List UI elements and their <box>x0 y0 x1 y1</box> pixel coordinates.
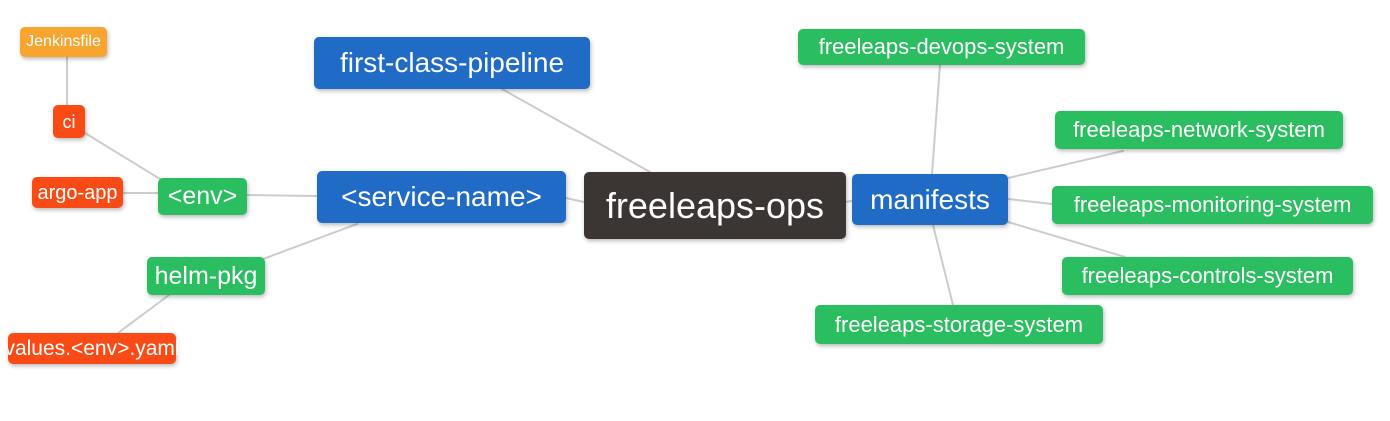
node-jenkinsfile[interactable]: Jenkinsfile <box>20 27 107 57</box>
node-label: freeleaps-controls-system <box>1081 263 1334 288</box>
node-first-class-pipeline[interactable]: first-class-pipeline <box>314 37 590 89</box>
node-freeleaps-storage-system[interactable]: freeleaps-storage-system <box>815 305 1103 344</box>
node-freeleaps-devops-system[interactable]: freeleaps-devops-system <box>798 29 1085 65</box>
node-label: <env> <box>167 182 238 210</box>
node-label: first-class-pipeline <box>339 47 565 78</box>
edge-freeleaps-ops-to-manifests <box>844 200 853 203</box>
edge-manifests-to-freeleaps-devops-system <box>931 64 941 175</box>
node-service-name[interactable]: <service-name> <box>317 171 566 223</box>
node-freeleaps-monitoring-system[interactable]: freeleaps-monitoring-system <box>1052 186 1373 224</box>
node-label: <service-name> <box>341 181 542 212</box>
edge-helm-pkg-to-values-env-yaml <box>117 294 170 334</box>
node-freeleaps-controls-system[interactable]: freeleaps-controls-system <box>1062 257 1353 295</box>
node-freeleaps-ops[interactable]: freeleaps-ops <box>584 172 846 239</box>
node-label: manifests <box>870 183 990 215</box>
edge-first-class-pipeline-to-freeleaps-ops <box>501 88 651 173</box>
node-label: argo-app <box>37 181 118 204</box>
node-label: freeleaps-monitoring-system <box>1073 192 1352 217</box>
node-label: freeleaps-ops <box>605 184 825 226</box>
node-argo-app[interactable]: argo-app <box>32 177 123 208</box>
edge-env-to-service-name <box>246 194 318 197</box>
node-label: freeleaps-storage-system <box>834 311 1084 337</box>
node-helm-pkg[interactable]: helm-pkg <box>147 257 265 295</box>
node-label: ci <box>62 111 76 132</box>
node-ci[interactable]: ci <box>53 105 85 138</box>
node-manifests[interactable]: manifests <box>852 174 1008 225</box>
edge-service-name-to-helm-pkg <box>262 223 358 260</box>
node-label: values.<env>.yaml <box>4 337 180 360</box>
edge-manifests-to-freeleaps-monitoring-system <box>1007 198 1053 205</box>
node-label: Jenkinsfile <box>26 33 101 50</box>
node-values-env-yaml[interactable]: values.<env>.yaml <box>4 333 180 364</box>
node-label: freeleaps-network-system <box>1073 117 1325 142</box>
node-label: helm-pkg <box>154 261 258 290</box>
edge-manifests-to-freeleaps-storage-system <box>932 224 954 306</box>
node-env[interactable]: <env> <box>158 178 247 215</box>
edge-manifests-to-freeleaps-network-system <box>1007 150 1124 179</box>
edge-manifests-to-freeleaps-controls-system <box>1007 221 1126 258</box>
node-freeleaps-network-system[interactable]: freeleaps-network-system <box>1055 111 1343 149</box>
edge-service-name-to-freeleaps-ops <box>565 197 585 203</box>
node-label: freeleaps-devops-system <box>818 34 1065 59</box>
edge-ci-to-env <box>84 132 161 180</box>
